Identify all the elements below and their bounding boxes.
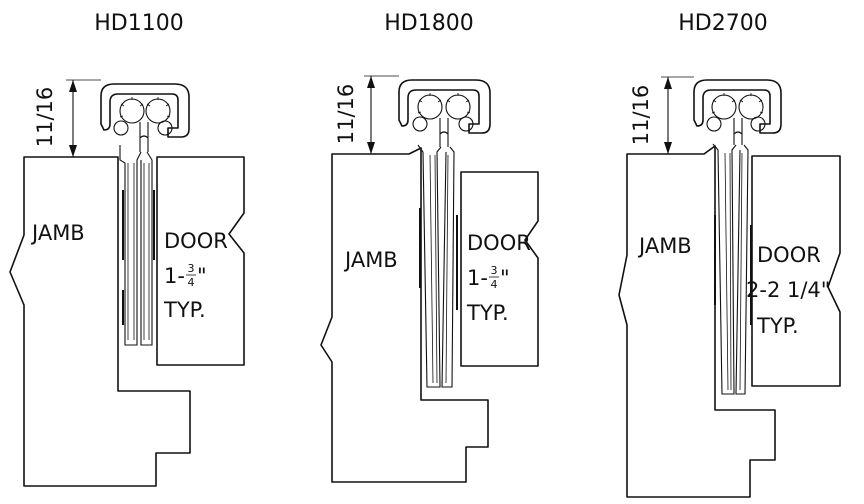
typ-label: TYP. xyxy=(756,314,799,338)
hinge-inner-lines xyxy=(724,152,743,391)
door-shape xyxy=(751,155,841,387)
hinge-leaf-left xyxy=(417,144,442,388)
door-thickness-whole: 1- xyxy=(164,264,185,288)
gear-right-icon xyxy=(145,98,171,124)
knuckle-right-icon xyxy=(458,116,474,132)
jamb-shape xyxy=(9,156,191,487)
knuckle-right-icon xyxy=(157,120,173,136)
door-thickness-whole: 1- xyxy=(467,266,488,290)
fraction-numerator: 3 xyxy=(188,262,195,275)
gear-left-icon xyxy=(417,94,443,120)
jamb-shape xyxy=(320,147,489,483)
diagram-hd1800: HD1800 11/16 JAMB DOOR 1- 3 4 " TYP. xyxy=(320,11,539,483)
fraction-denominator: 4 xyxy=(188,276,195,289)
model-title: HD1800 xyxy=(384,11,473,36)
knuckle-left-icon xyxy=(706,116,722,132)
dimension-label: 11/16 xyxy=(629,85,653,146)
knuckle-left-icon xyxy=(412,116,428,132)
typ-label: TYP. xyxy=(163,298,206,322)
door-shape xyxy=(156,156,245,366)
hinge-stem xyxy=(733,118,743,145)
door-label: DOOR xyxy=(757,243,821,267)
diagram-hd1100: HD1100 11/16 JAMB DOOR 1- 3 4 " TYP. xyxy=(9,11,245,487)
fastener-mark xyxy=(750,225,752,325)
door-label: DOOR xyxy=(164,229,228,253)
model-title: HD1100 xyxy=(94,11,183,36)
door-label: DOOR xyxy=(467,231,531,255)
hinge-cover-cap xyxy=(398,79,491,134)
fraction-numerator: 3 xyxy=(491,264,498,277)
door-shape xyxy=(460,171,539,367)
fastener-mark xyxy=(419,208,421,288)
diagram-hd2700: HD2700 11/16 JAMB DOOR 2-2 1/4" TYP. xyxy=(618,11,841,498)
fastener-mark xyxy=(714,215,716,305)
hinge-leaf-left xyxy=(119,145,142,346)
hinge-leaf-left xyxy=(712,143,737,395)
dimension-label: 11/16 xyxy=(33,87,57,148)
door-thickness: 2-2 1/4" xyxy=(746,278,830,302)
inch-mark: " xyxy=(197,264,207,288)
gear-right-icon xyxy=(738,94,764,120)
gear-teeth xyxy=(711,93,764,114)
hinge-stem xyxy=(439,118,449,147)
jamb-label: JAMB xyxy=(30,221,85,245)
hinge-inner-lines xyxy=(127,163,150,340)
hinge-leaf-right xyxy=(735,144,749,395)
gear-teeth xyxy=(119,97,171,118)
fastener-mark xyxy=(122,190,124,260)
typ-label: TYP. xyxy=(466,301,509,325)
fastener-mark xyxy=(456,215,458,310)
hinge-stem xyxy=(139,122,149,152)
fraction-denominator: 4 xyxy=(491,278,498,291)
hinge-cover-cap xyxy=(100,83,190,138)
hinge-cover-cap xyxy=(693,79,782,134)
gear-right-icon xyxy=(445,94,471,120)
gear-teeth xyxy=(417,93,471,114)
inch-mark: " xyxy=(500,266,510,290)
knuckle-left-icon xyxy=(113,120,129,136)
jamb-label: JAMB xyxy=(637,234,692,258)
dimension-label: 11/16 xyxy=(334,84,358,145)
fastener-mark xyxy=(153,190,155,260)
knuckle-right-icon xyxy=(750,116,766,132)
hinge-leaf-right xyxy=(140,151,153,346)
jamb-label: JAMB xyxy=(343,248,398,272)
hinge-leaf-right xyxy=(441,146,455,388)
fastener-mark xyxy=(122,290,124,325)
model-title: HD2700 xyxy=(678,11,767,36)
hinge-inner-lines xyxy=(429,154,449,384)
gear-left-icon xyxy=(711,94,737,120)
gear-left-icon xyxy=(119,98,145,124)
